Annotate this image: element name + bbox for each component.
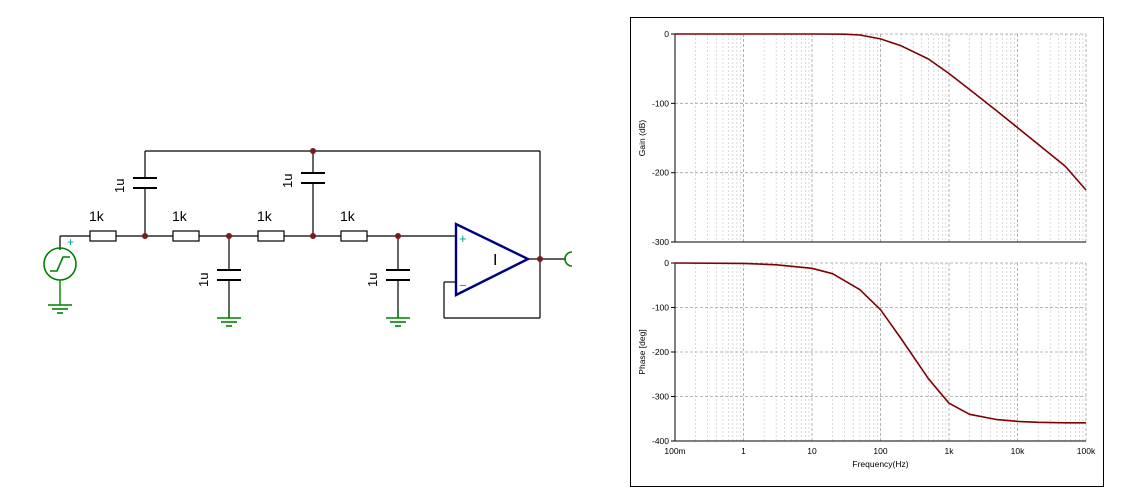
capacitor-c4-label: 1u: [365, 273, 380, 287]
source-plus-sign: +: [67, 235, 74, 249]
plot-gain: 0 -100 -200 -300 Gain (dB): [637, 29, 1087, 247]
series-line: [675, 33, 1087, 191]
y-tick-label: -400: [652, 436, 669, 446]
resistor-r3-label: 1k: [257, 208, 273, 224]
y-tick-label: -100: [652, 98, 669, 108]
ground-symbol-1: [48, 304, 72, 314]
y-tick-label: 0: [664, 258, 669, 268]
x-tick-label: 1k: [945, 446, 955, 456]
capacitor-c1[interactable]: [133, 177, 157, 189]
plot-phase: 0 -100 -200 -300 -400 Phase [deg] 100m 1 10 100 1k…: [637, 258, 1096, 469]
resistor-r1-label: 1k: [89, 208, 105, 224]
x-tick-label: 10: [807, 446, 817, 456]
output-terminal[interactable]: [564, 251, 573, 267]
bode-plot-window: 0 -100 -200 -300 Gain (dB) 0 -100 -200 -300 -400 P…: [630, 17, 1104, 487]
x-tick-label: 100k: [1077, 446, 1096, 456]
bode-plots: 0 -100 -200 -300 Gain (dB) 0 -100 -200 -300 -400 P…: [637, 29, 1096, 469]
x-tick-label: 100: [873, 446, 887, 456]
junction-nodes: [142, 148, 543, 262]
y-axis-label: Phase [deg]: [637, 329, 647, 374]
capacitors: [133, 172, 410, 281]
op-amp[interactable]: [454, 222, 531, 297]
resistor-r4[interactable]: [340, 230, 368, 242]
y-tick-label: 0: [664, 29, 669, 39]
wires: [59, 150, 566, 319]
series-line: [674, 262, 1086, 424]
capacitor-c2-label: 1u: [196, 273, 211, 287]
y-tick-label: -300: [652, 392, 669, 402]
x-tick-label: 100m: [664, 446, 685, 456]
y-tick-label: -100: [652, 303, 669, 313]
x-tick-label: 10k: [1011, 446, 1025, 456]
opamp-minus-sign: −: [459, 278, 467, 293]
circuit-schematic: 1k 1k 1k 1k 1u 1u 1u 1u: [43, 148, 573, 327]
opamp-plus-sign: +: [459, 231, 467, 246]
resistor-r2-label: 1k: [172, 208, 188, 224]
capacitor-c3[interactable]: [301, 172, 325, 184]
resistor-r3[interactable]: [257, 230, 285, 242]
voltage-source[interactable]: [43, 247, 77, 305]
opamp-label: I: [493, 252, 497, 269]
capacitor-c2[interactable]: [217, 269, 241, 281]
x-tick-label: 1: [741, 446, 746, 456]
y-tick-label: -200: [652, 347, 669, 357]
y-tick-label: -200: [652, 168, 669, 178]
resistor-r1[interactable]: [89, 230, 117, 242]
y-axis-label: Gain (dB): [637, 120, 647, 157]
capacitor-c3-label: 1u: [280, 174, 295, 188]
capacitor-c4[interactable]: [386, 269, 410, 281]
x-axis-label: Frequency(Hz): [852, 459, 908, 469]
ground-symbol-2: [217, 312, 241, 327]
resistor-r2[interactable]: [172, 230, 200, 242]
capacitor-c1-label: 1u: [112, 179, 127, 193]
y-tick-label: -300: [652, 237, 669, 247]
ground-symbol-3: [386, 312, 410, 327]
resistor-r4-label: 1k: [340, 208, 356, 224]
